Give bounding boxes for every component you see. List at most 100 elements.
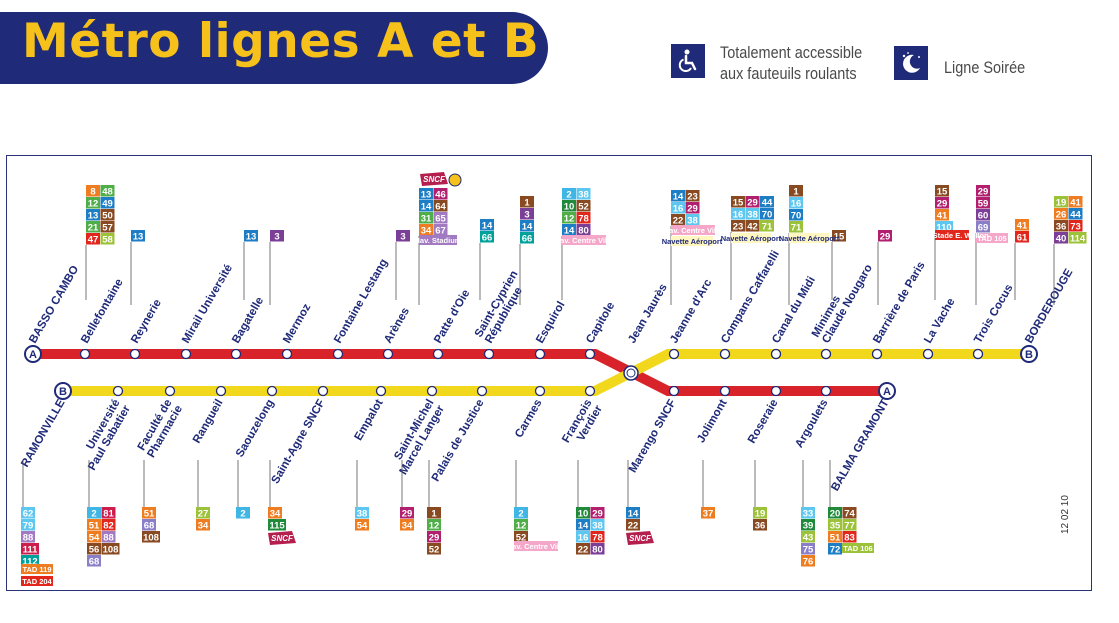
station-name: Fontaine Lestang xyxy=(332,257,390,345)
bus-group-upper-badge xyxy=(671,202,685,214)
station-dot xyxy=(266,385,278,397)
station-dot xyxy=(719,385,731,397)
bus-group-lower-badge xyxy=(142,507,156,519)
bus-number: 112 xyxy=(22,557,37,568)
bus-number: 114 xyxy=(1070,234,1086,245)
bus-group-lower-badge xyxy=(101,507,116,519)
station-label-b: Compans Caffarelli xyxy=(719,249,782,346)
station-dot xyxy=(79,348,91,360)
bus-number: 3 xyxy=(274,232,279,243)
station-name: Capitole xyxy=(584,300,617,345)
bus-group-upper-badge xyxy=(576,188,591,200)
bus-group-lower-badge xyxy=(142,519,156,531)
bus-number: 13 xyxy=(421,190,432,201)
bus-group-lower-badge xyxy=(828,507,842,519)
bus-group-lower-badge xyxy=(268,519,286,531)
bus-group-upper-badge xyxy=(1068,208,1083,220)
station-name: Argoulets xyxy=(793,398,830,450)
bus-group-lower-badge xyxy=(21,519,35,531)
station-name: RAMONVILLE xyxy=(19,397,68,469)
bus-group-lower-badge xyxy=(842,519,857,531)
station-label-a: Mermoz xyxy=(281,302,313,346)
bus-group-lower-badge xyxy=(142,531,160,543)
station-name: Saouzelong xyxy=(234,398,277,460)
station-dot xyxy=(770,385,782,397)
bus-number: 41 xyxy=(937,211,948,222)
station-dot xyxy=(476,385,488,397)
sncf-logo-saint-agne xyxy=(268,531,296,545)
bus-group-lower-badge xyxy=(21,507,35,519)
bus-number: 29 xyxy=(592,509,603,520)
bus-number: 38 xyxy=(747,210,758,221)
tad-204-tag-text: TAD 204 xyxy=(22,577,52,586)
bus-group-lower-badge xyxy=(101,531,116,543)
sncf-logo-arenes xyxy=(420,172,448,186)
bus-group-upper-badge xyxy=(976,221,990,233)
bus-group-upper-badge xyxy=(789,185,803,197)
bus-group-upper-badge xyxy=(520,196,534,208)
bus-group-lower-badge xyxy=(590,507,605,519)
bus-group-lower-badge xyxy=(196,519,210,531)
bus-number: 8 xyxy=(90,187,95,198)
bus-group-lower-badge xyxy=(355,507,369,519)
map-frame xyxy=(6,155,1092,591)
station-label-b-lower: Saint-Agne SNCF xyxy=(270,398,328,486)
bus-group-upper-badge xyxy=(976,197,990,209)
bus-number: 74 xyxy=(844,509,855,520)
bus-group-lower-badge xyxy=(268,507,282,519)
station-name: Carmes xyxy=(513,398,544,441)
tad-105-tag xyxy=(976,233,1008,243)
station-label-a-lower: Roseraie xyxy=(746,398,781,446)
bus-group-lower-badge xyxy=(400,507,414,519)
station-dot xyxy=(164,385,176,397)
station-dot xyxy=(215,385,227,397)
bus-number: 51 xyxy=(830,533,841,544)
station-name: BALMA GRAMONT xyxy=(829,398,891,494)
bus-number: 23 xyxy=(733,222,744,233)
bus-group-upper-badge xyxy=(433,188,448,200)
bus-group-upper-badge xyxy=(520,220,534,232)
bus-number: 15 xyxy=(834,232,845,243)
bus-group-upper-badge xyxy=(1054,220,1068,232)
bus-group-upper-badge xyxy=(562,200,576,212)
bus-group-upper-badge xyxy=(100,209,115,221)
legend-accessible-text: Totalement accessible aux fauteuils roul… xyxy=(720,42,862,84)
terminus-a-right-label: A xyxy=(883,386,891,398)
bus-group-lower-badge xyxy=(400,519,414,531)
bus-number: 2 xyxy=(240,509,245,520)
station-dot xyxy=(112,385,124,397)
bus-group-upper-badge xyxy=(270,230,284,242)
bus-group-lower-badge xyxy=(801,531,815,543)
bus-number: 16 xyxy=(578,533,589,544)
bus-number: 12 xyxy=(429,521,440,532)
bus-number: 27 xyxy=(198,509,209,520)
bus-group-upper-badge xyxy=(576,200,591,212)
bus-number: 14 xyxy=(578,521,589,532)
bus-group-upper-badge xyxy=(789,221,803,233)
station-name: Trois Cocus xyxy=(972,282,1015,345)
bus-group-upper-badge xyxy=(671,214,685,226)
bus-group-lower-badge xyxy=(626,519,640,531)
bus-group-upper-badge xyxy=(935,197,949,209)
terminus-b-left-label: B xyxy=(59,386,67,398)
station-name: Arènes xyxy=(382,306,412,346)
bus-group-upper-badge xyxy=(86,185,100,197)
bus-number: 70 xyxy=(762,210,773,221)
bus-number: 3 xyxy=(524,210,529,221)
bus-number: 68 xyxy=(144,521,155,532)
page-title: Métro lignes A et B xyxy=(22,14,540,69)
bus-number: 37 xyxy=(703,509,714,520)
bus-group-lower-badge xyxy=(576,507,590,519)
station-label-b: BORDEROUGE xyxy=(1023,267,1075,346)
nav-centre-ville-lower-tag-text: Nav. Centre Ville xyxy=(507,542,566,551)
bus-group-upper-badge xyxy=(419,224,433,236)
bus-group-upper-badge xyxy=(789,197,803,209)
nav-aeroport-cc-tag xyxy=(789,233,829,243)
bus-number: 83 xyxy=(844,533,855,544)
bus-number: 71 xyxy=(762,222,773,233)
station-dot xyxy=(820,348,832,360)
bus-number: 76 xyxy=(803,557,814,568)
station-dot xyxy=(317,385,329,397)
station-name: Bagatelle xyxy=(230,295,266,345)
bus-number: 1 xyxy=(793,187,799,198)
